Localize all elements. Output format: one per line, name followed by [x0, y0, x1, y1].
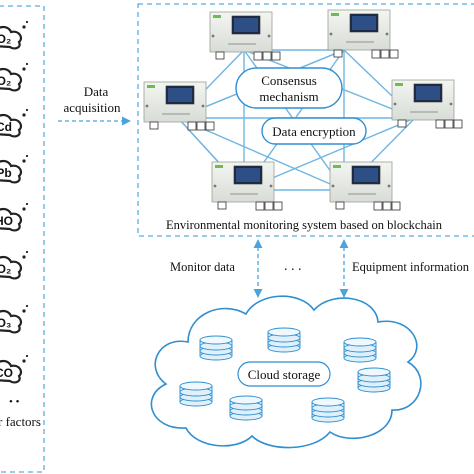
storage-disk	[267, 327, 301, 353]
sensor-icon-label: O₃	[0, 316, 11, 330]
sensor-icon-label: O₂	[0, 74, 11, 88]
consensus-label-line1: Consensus	[261, 73, 317, 88]
storage-disks	[179, 327, 391, 423]
storage-disk	[311, 397, 345, 423]
monitoring-device	[327, 9, 399, 59]
monitoring-device	[391, 79, 463, 129]
sensor-icon: O₂	[0, 62, 29, 92]
storage-disk	[343, 337, 377, 363]
storage-disk	[199, 335, 233, 361]
sensor-icon-label: O₂	[0, 262, 11, 276]
consensus-mechanism-node: Consensus mechanism	[235, 67, 343, 109]
data-encryption-label: Data encryption	[272, 124, 356, 139]
data-acquisition-flow: Data acquisition	[58, 84, 131, 126]
monitoring-device	[329, 161, 401, 211]
sensor-icon-label: CO	[0, 366, 13, 380]
sensor-icon: Cd	[0, 108, 29, 138]
equipment-information-label: Equipment information	[352, 260, 470, 274]
blockchain-system-panel: Consensus mechanism Data encryption Envi…	[137, 3, 474, 237]
cloud-storage: Cloud storage	[150, 295, 422, 449]
monitoring-device	[211, 161, 283, 211]
monitoring-device	[209, 11, 281, 61]
sensor-icon-label: Pb	[0, 166, 12, 180]
sensor-icon-label: HO	[0, 214, 13, 228]
sensor-icon: O₂	[0, 250, 29, 280]
monitoring-devices	[143, 9, 463, 211]
cloud-storage-label: Cloud storage	[248, 367, 321, 382]
other-factors-label: r factors	[0, 414, 41, 429]
middle-ellipsis: . . .	[284, 259, 302, 274]
cloud-storage-badge	[237, 361, 331, 387]
data-acquisition-label-line1: Data	[84, 84, 109, 99]
sensor-icon-list: O₂ O₂ CdPbHO O₂ O₃ CO	[0, 20, 29, 384]
sensor-icon: O₂	[0, 20, 29, 50]
sensor-icon: HO	[0, 202, 29, 232]
left-ellipsis: • •	[9, 396, 20, 408]
sensor-icon: Pb	[0, 154, 29, 184]
data-encryption-node: Data encryption	[261, 117, 367, 145]
sensor-icon: O₃	[0, 304, 29, 334]
data-acquisition-label-line2: acquisition	[63, 100, 121, 115]
sensor-icon: CO	[0, 354, 29, 384]
sensor-icon-label: Cd	[0, 120, 12, 134]
storage-flows: Monitor data . . . Equipment information	[170, 239, 470, 298]
monitoring-device	[143, 81, 215, 131]
system-caption: Environmental monitoring system based on…	[166, 218, 443, 232]
storage-disk	[179, 381, 213, 407]
consensus-label-line2: mechanism	[259, 89, 318, 104]
storage-disk	[229, 395, 263, 421]
storage-disk	[357, 367, 391, 393]
sensor-icon-label: O₂	[0, 32, 11, 46]
monitor-data-label: Monitor data	[170, 260, 235, 274]
sensor-factors-panel: O₂ O₂ CdPbHO O₂ O₃ CO • • r factors	[0, 5, 45, 473]
